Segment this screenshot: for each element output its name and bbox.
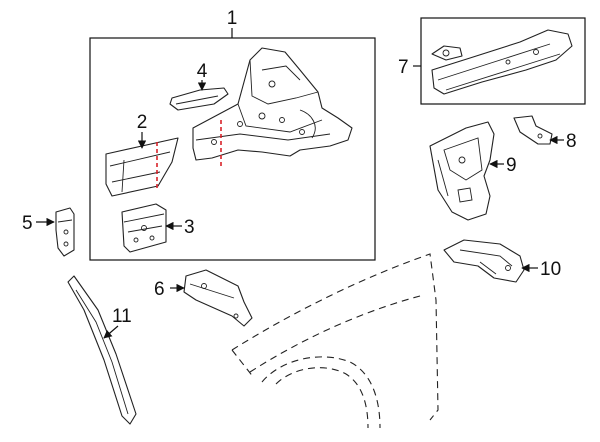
- callout-11: 11: [112, 306, 132, 327]
- callout-4[interactable]: 4: [197, 61, 208, 82]
- part-10-support-bracket[interactable]: [443, 239, 525, 283]
- part-2-rail-section[interactable]: [105, 137, 179, 197]
- part-5-small-bracket[interactable]: [55, 207, 75, 257]
- callout-7[interactable]: 7: [398, 57, 409, 78]
- part-11-seal-strip[interactable]: [67, 275, 137, 425]
- callout-1[interactable]: 1: [227, 8, 238, 29]
- callout-6[interactable]: 6: [154, 279, 165, 300]
- callout-9[interactable]: 9: [506, 155, 517, 176]
- part-4-reinforcement-strip[interactable]: [169, 87, 229, 111]
- part-6-lower-bracket[interactable]: [183, 269, 253, 327]
- fender-outline: [231, 253, 439, 429]
- part-1-apron-assembly[interactable]: [192, 47, 353, 161]
- callout-2[interactable]: 2: [137, 112, 148, 133]
- part-7-upper-rail[interactable]: [431, 29, 573, 95]
- part-3-bracket[interactable]: [121, 203, 167, 253]
- callout-8[interactable]: 8: [566, 131, 577, 152]
- callout-10[interactable]: 10: [540, 259, 561, 280]
- assembly-7-box: [420, 17, 586, 105]
- callout-3[interactable]: 3: [184, 217, 195, 238]
- part-9-wheelhouse-panel[interactable]: [429, 121, 495, 221]
- callout-5[interactable]: 5: [22, 213, 33, 234]
- part-8-clip[interactable]: [513, 115, 553, 145]
- callout-11-leader: [103, 325, 119, 339]
